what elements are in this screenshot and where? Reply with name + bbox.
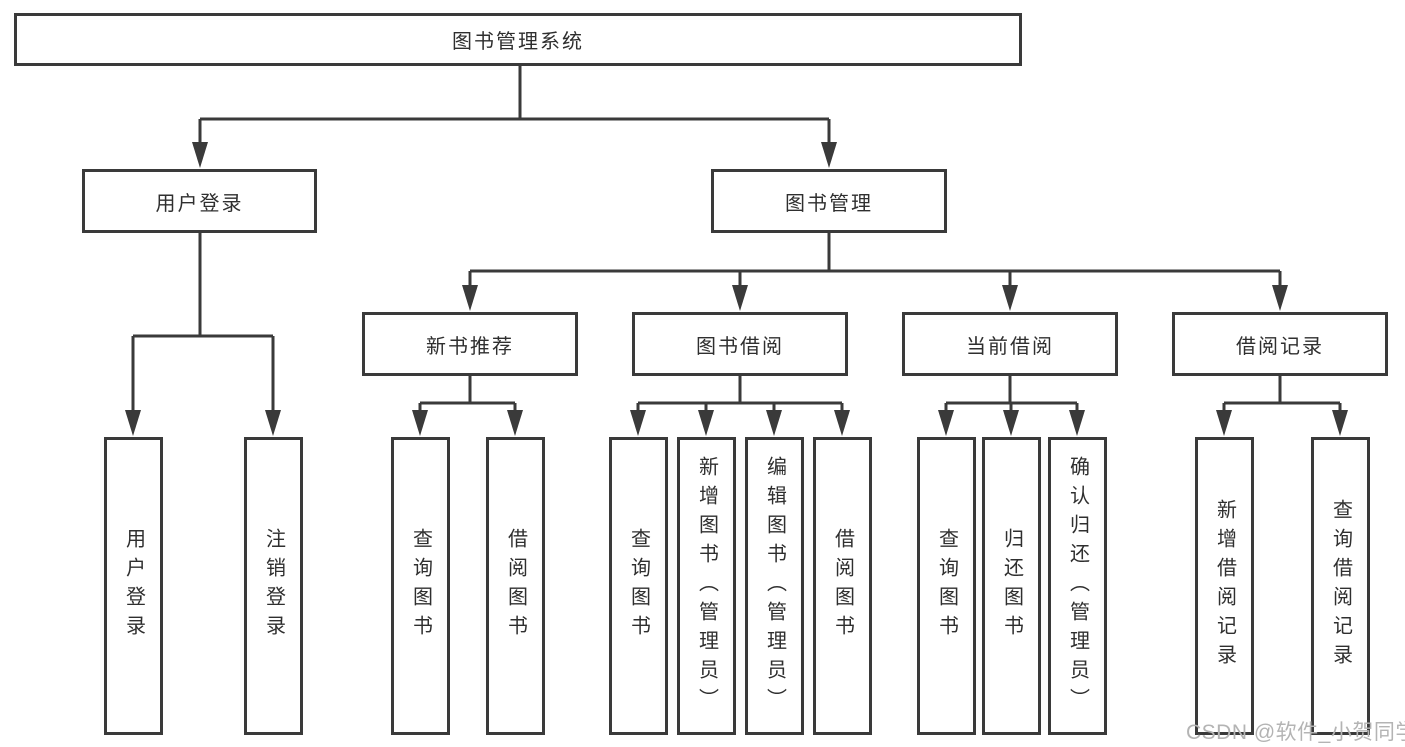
leaf-add-borrow-record: 新增借阅记录 (1195, 437, 1254, 735)
leaf-user-login: 用户登录 (104, 437, 163, 735)
node-new-book-recommend: 新书推荐 (362, 312, 578, 376)
leaf-return-books: 归还图书 (982, 437, 1041, 735)
node-borrowing-records: 借阅记录 (1172, 312, 1388, 376)
arrowheads (125, 142, 1348, 436)
leaf-logout: 注销登录 (244, 437, 303, 735)
node-library-system: 图书管理系统 (14, 13, 1022, 66)
leaf-query-books-recommend: 查询图书 (391, 437, 450, 735)
leaf-borrow-books-recommend: 借阅图书 (486, 437, 545, 735)
leaf-query-borrow-record: 查询借阅记录 (1311, 437, 1370, 735)
node-current-borrowing: 当前借阅 (902, 312, 1118, 376)
csdn-watermark: CSDN @软件_小贺同学 (1186, 721, 1405, 744)
node-user-login: 用户登录 (82, 169, 317, 233)
leaf-add-books-admin: 新增图书（管理员） (677, 437, 736, 735)
leaf-query-books-borrow: 查询图书 (609, 437, 668, 735)
leaf-query-books-current: 查询图书 (917, 437, 976, 735)
leaf-borrow-books: 借阅图书 (813, 437, 872, 735)
leaf-edit-books-admin: 编辑图书（管理员） (745, 437, 804, 735)
leaf-confirm-return-admin: 确认归还（管理员） (1048, 437, 1107, 735)
node-book-management: 图书管理 (711, 169, 947, 233)
node-book-borrowing: 图书借阅 (632, 312, 848, 376)
